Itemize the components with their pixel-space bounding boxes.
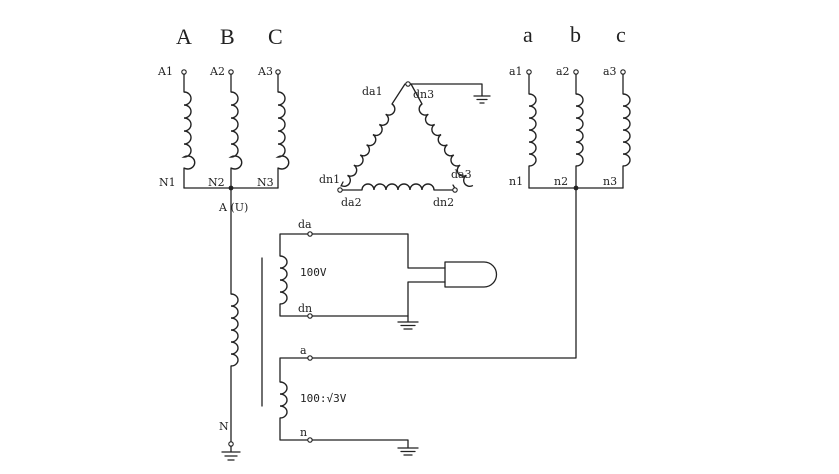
coil-pt-secondary xyxy=(279,381,288,419)
open-delta-ground-symbol xyxy=(397,315,419,330)
delta-left-vertex xyxy=(337,187,343,193)
pt-primary-group xyxy=(221,187,241,461)
label-da1: da1 xyxy=(362,85,383,98)
label-pt-a: a xyxy=(300,344,307,357)
secondary-phase-c-label: c xyxy=(616,22,626,47)
delta-winding-group xyxy=(337,81,491,193)
secondary-winding-group xyxy=(311,69,631,359)
label-pt-da: da xyxy=(298,218,312,231)
label-pt-dn: dn xyxy=(298,302,312,315)
label-secondary-voltage: 100:√3V xyxy=(300,392,347,405)
label-sec-a1: a1 xyxy=(509,65,523,78)
pt-secondary-group xyxy=(279,355,419,456)
label-a3: A3 xyxy=(257,65,273,78)
label-a1: A1 xyxy=(157,65,173,78)
label-dn2: dn2 xyxy=(433,196,454,209)
label-dn1: dn1 xyxy=(319,173,340,186)
pt-secondary-ground-symbol xyxy=(311,439,419,456)
label-a2: A2 xyxy=(209,65,225,78)
pt-open-delta-group xyxy=(279,231,498,330)
coil-pt-open-delta xyxy=(279,255,288,305)
delta-ground-symbol xyxy=(473,95,491,104)
primary-phase-b-label: B xyxy=(220,24,235,49)
label-sec-n1: n1 xyxy=(509,175,523,188)
primary-phase-c-label: C xyxy=(268,24,283,49)
relay-device xyxy=(444,261,498,288)
secondary-phase-a-label: a xyxy=(523,22,533,47)
label-neutral-tap: A (U) xyxy=(218,201,248,214)
label-pt-n: N xyxy=(219,420,229,433)
label-da3: da3 xyxy=(451,168,472,181)
coil-pt-primary xyxy=(230,293,239,367)
label-pt-n-secondary: n xyxy=(300,426,307,439)
primary-winding-group xyxy=(181,69,290,191)
coil-delta-bottom xyxy=(361,183,435,191)
delta-top-vertex xyxy=(405,81,411,87)
label-sec-a2: a2 xyxy=(556,65,570,78)
label-n2: N2 xyxy=(208,176,225,189)
pt-primary-ground-symbol xyxy=(221,445,241,461)
label-sec-n2: n2 xyxy=(554,175,568,188)
secondary-to-pt-wire xyxy=(311,187,577,359)
coil-delta-right xyxy=(418,103,474,188)
label-n1: N1 xyxy=(159,176,176,189)
coil-secondary-c xyxy=(622,93,631,167)
label-sec-a3: a3 xyxy=(603,65,617,78)
secondary-phase-b-label: b xyxy=(570,22,581,47)
coil-primary-c xyxy=(275,91,290,170)
label-n3: N3 xyxy=(257,176,274,189)
coil-secondary-a xyxy=(528,93,537,167)
coil-secondary-b xyxy=(575,93,584,167)
delta-right-vertex xyxy=(452,187,458,193)
label-dn3: dn3 xyxy=(413,88,434,101)
label-open-delta-voltage: 100V xyxy=(300,266,327,279)
label-sec-n3: n3 xyxy=(603,175,617,188)
coil-primary-b xyxy=(228,91,243,170)
label-da2: da2 xyxy=(341,196,362,209)
primary-phase-a-label: A xyxy=(176,24,192,49)
coil-primary-a xyxy=(181,91,196,170)
coil-delta-left xyxy=(340,103,396,188)
